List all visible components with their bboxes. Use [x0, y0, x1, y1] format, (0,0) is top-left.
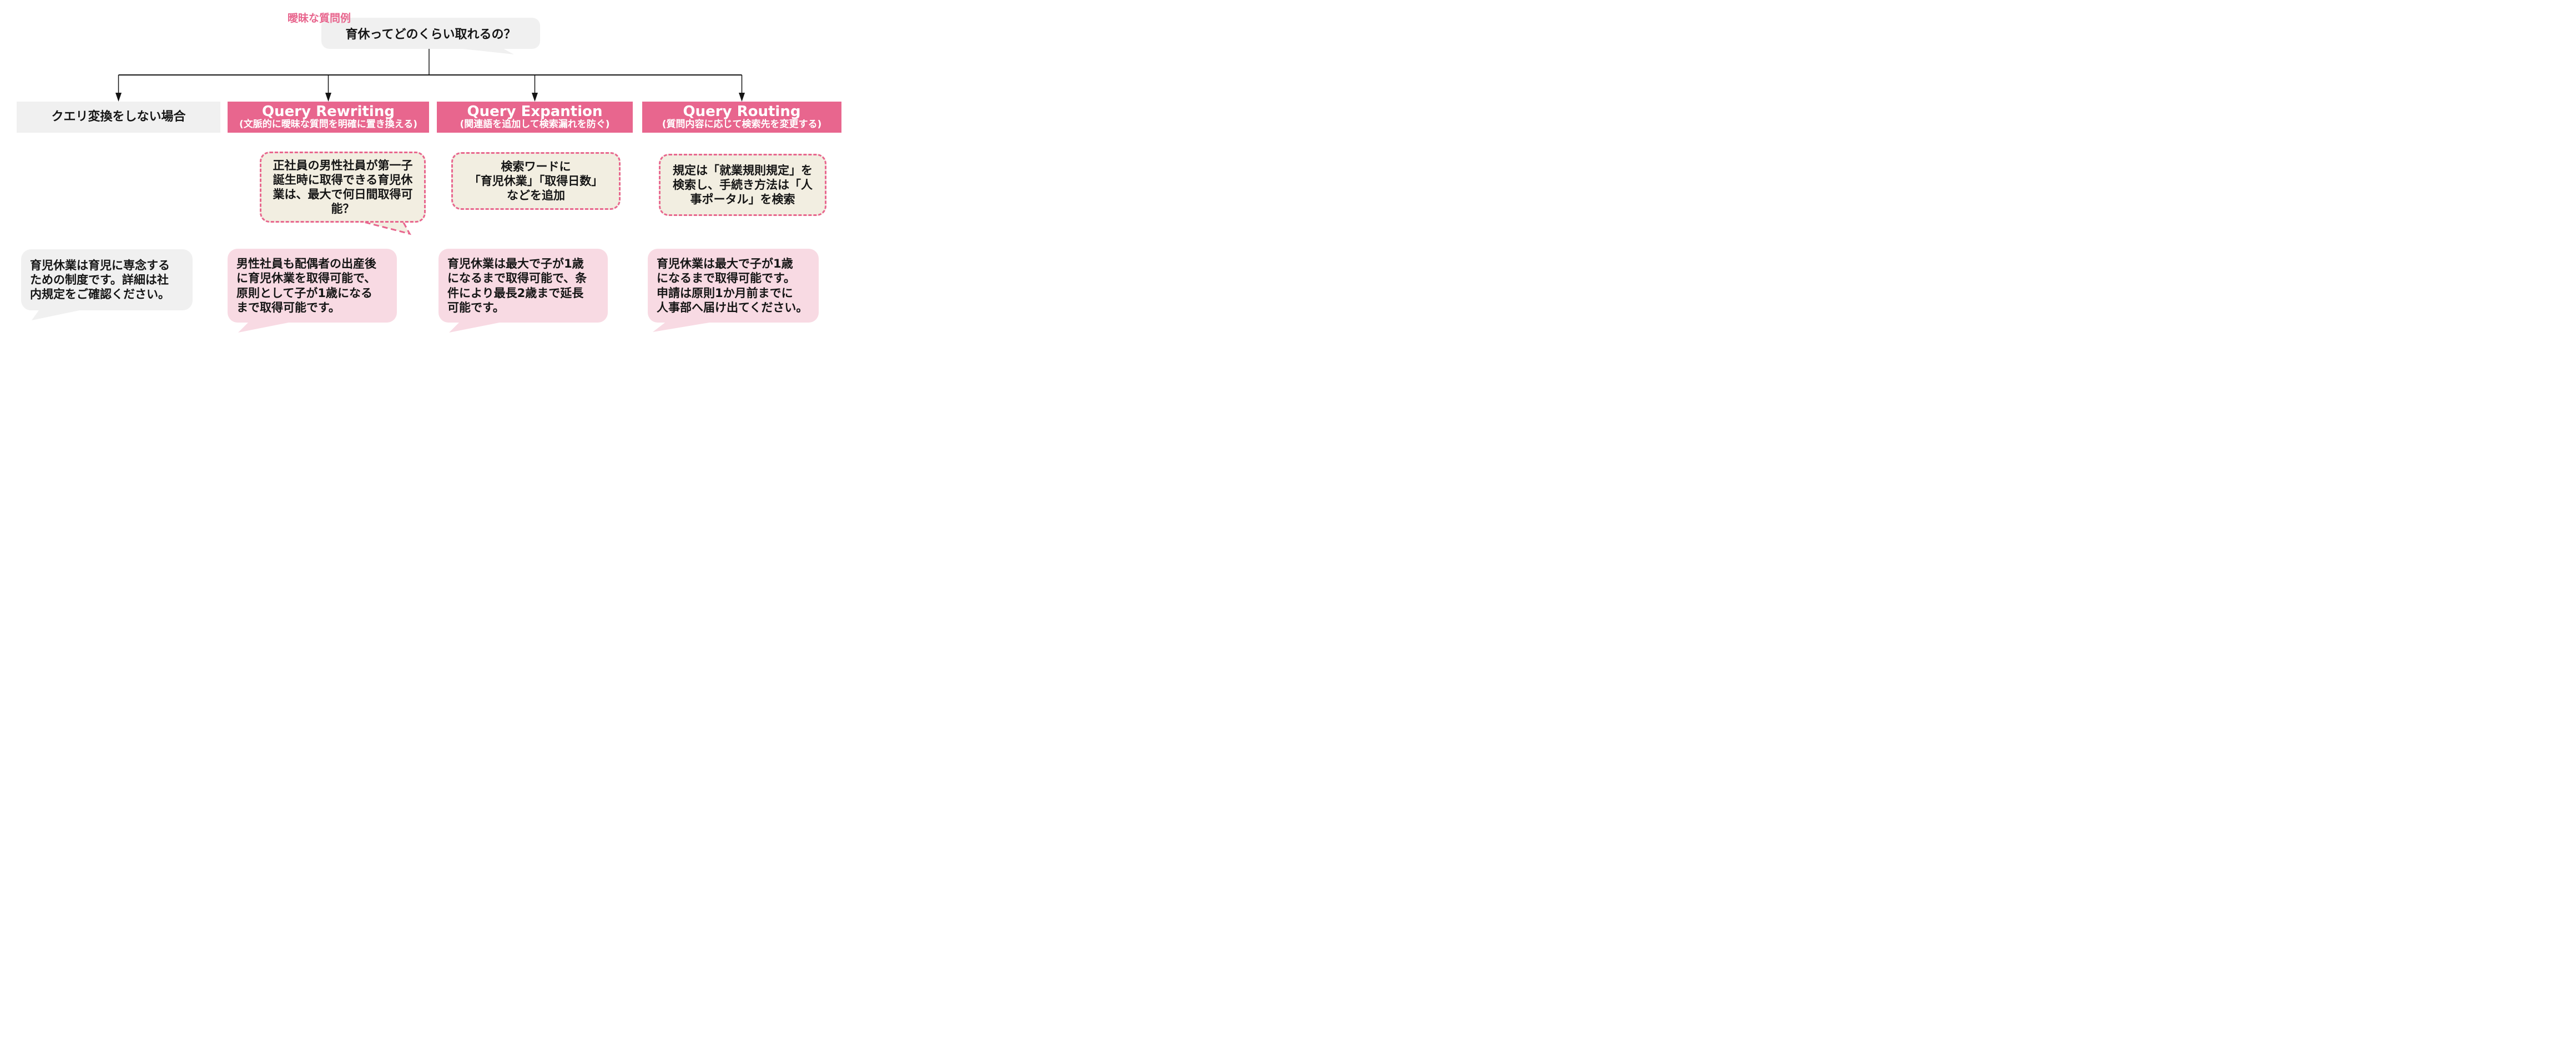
down-arrowhead-icon-1 [115, 93, 122, 102]
answer-bubble-tail-1 [32, 309, 82, 320]
column-title: Query Rewriting [262, 103, 395, 120]
answer-bubble-tail-3 [449, 321, 502, 333]
answer-bubble-tail-4 [653, 321, 716, 332]
down-arrowhead-icon-3 [532, 93, 538, 102]
answer-bubble-query-rewriting: 男性社員も配偶者の出産後 に育児休業を取得可能で、 原則として子が1歳になる ま… [228, 249, 397, 323]
rewriting-query-bubble-tail [359, 220, 411, 235]
question-bubble-tail [447, 47, 514, 54]
question-bubble: 育休ってどのくらい取れるの？ [321, 18, 540, 49]
column-title: クエリ変換をしない場合 [51, 109, 186, 124]
column-subtitle: (文脈的に曖昧な質問を明確に置き換える) [239, 118, 418, 130]
column-header-no-transform: クエリ変換をしない場合 [17, 102, 220, 133]
column-subtitle: (質問内容に応じて検索先を変更する) [662, 118, 822, 130]
transformed-query-expantion: 検索ワードに 「育児休業」「取得日数」 などを追加 [451, 152, 621, 210]
column-subtitle: (関連語を追加して検索漏れを防ぐ) [460, 118, 610, 130]
answer-bubble-query-routing: 育児休業は最大で子が1歳 になるまで取得可能です。 申請は原則1か月前までに 人… [648, 249, 819, 323]
connector-overlay [32, 47, 745, 333]
answer-bubble-tail-2 [238, 321, 291, 333]
answer-bubble-query-expantion: 育児休業は最大で子が1歳 になるまで取得可能で、条 件により最長2歳まで延長 可… [438, 249, 608, 323]
column-header-query-routing: Query Routing (質問内容に応じて検索先を変更する) [642, 102, 841, 133]
column-title: Query Routing [683, 103, 801, 120]
ambiguous-question-label: 曖昧な質問例 [288, 12, 351, 24]
down-arrowhead-icon-2 [325, 93, 331, 102]
column-header-query-expantion: Query Expantion (関連語を追加して検索漏れを防ぐ) [437, 102, 633, 133]
transformed-query-routing: 規定は「就業規則規定」を 検索し、手続き方法は「人 事ポータル」を検索 [659, 154, 826, 216]
question-text: 育休ってどのくらい取れるの？ [345, 28, 516, 42]
column-header-query-rewriting: Query Rewriting (文脈的に曖昧な質問を明確に置き換える) [228, 102, 429, 133]
answer-bubble-no-transform: 育児休業は育児に専念する ための制度です。詳細は社 内規定をご確認ください。 [21, 249, 193, 310]
diagram-canvas: 曖昧な質問例 育休ってどのくらい取れるの？ クエリ変換をしない場合 Query … [0, 0, 859, 347]
transformed-query-rewriting: 正社員の男性社員が第一子 誕生時に取得できる育児休 業は、最大で何日間取得可 能… [260, 152, 426, 223]
down-arrowhead-icon-4 [739, 93, 745, 102]
column-title: Query Expantion [467, 103, 603, 120]
